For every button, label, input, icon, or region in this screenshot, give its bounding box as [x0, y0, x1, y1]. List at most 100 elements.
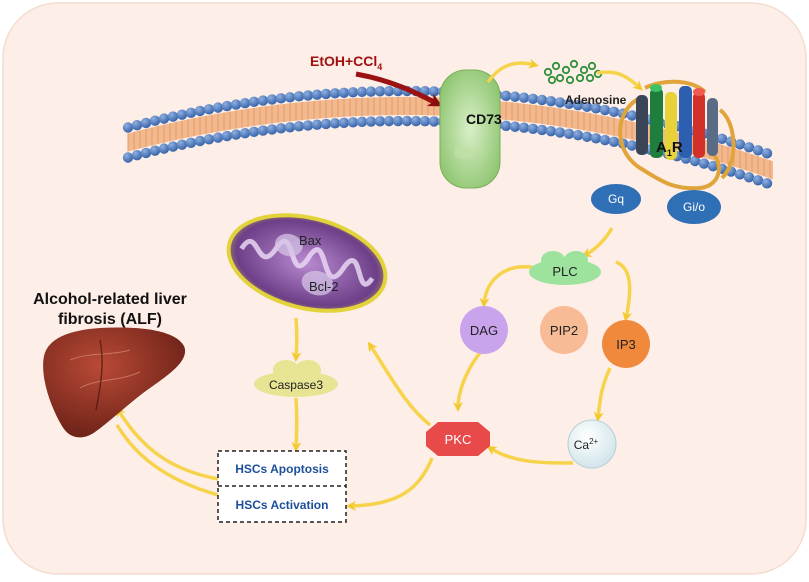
adenosine-molecule	[565, 75, 575, 85]
bcl2-label: Bcl-2	[309, 279, 339, 294]
lipid-head-inner	[419, 115, 431, 127]
lipid-head-inner	[509, 121, 521, 132]
lipid-head-outer	[122, 122, 134, 133]
lipid-head-inner	[581, 131, 593, 142]
adenosine-label: Adenosine	[565, 93, 627, 107]
lipid-head-inner	[266, 124, 278, 135]
lipid-head-outer	[248, 96, 260, 108]
lipid-head-inner	[329, 118, 341, 129]
lipid-head-inner	[374, 116, 386, 127]
adenosine-molecule	[585, 73, 595, 83]
lipid-head-inner	[500, 120, 512, 132]
lipid-head-inner	[707, 160, 719, 172]
lipid-head-inner	[536, 124, 548, 136]
lipid-head-outer	[761, 148, 773, 159]
lipid-head-outer	[221, 100, 233, 112]
lipid-head-outer	[275, 93, 287, 104]
lipid-head-inner	[293, 121, 305, 132]
lipid-head-inner	[401, 115, 413, 127]
cd73-label: CD73	[466, 111, 502, 127]
lipid-head-inner	[176, 139, 188, 150]
lipid-head-outer	[509, 91, 521, 102]
lipid-head-outer	[212, 102, 224, 113]
lipid-head-inner	[689, 155, 701, 167]
trigger-label: EtOH+CCl4	[310, 53, 382, 72]
lipid-head-inner	[221, 130, 233, 142]
lipid-head-inner	[626, 140, 638, 151]
disease-title-line1: Alcohol-related liver	[33, 291, 187, 308]
plc-enzyme: PLC	[529, 251, 601, 285]
caspase3-label: Caspase3	[269, 378, 323, 392]
pkc-octagon	[426, 422, 490, 456]
calcium-circle	[567, 419, 617, 469]
lipid-head-inner	[572, 130, 584, 141]
lipid-head-outer	[239, 97, 251, 109]
lipid-head-inner	[599, 134, 611, 146]
lipid-head-outer	[572, 100, 584, 111]
lipid-head-outer	[752, 145, 764, 156]
adenosine-molecule	[587, 61, 597, 71]
lipid-head-outer	[284, 92, 296, 103]
lipid-head-outer	[329, 88, 341, 99]
lipid-head-outer	[338, 87, 350, 98]
adenosine-molecule	[547, 75, 557, 85]
lipid-head-inner	[122, 152, 134, 163]
lipid-head-outer	[518, 92, 530, 103]
lipid-head-inner	[149, 145, 161, 156]
lipid-head-inner	[203, 134, 215, 145]
lipid-head-inner	[518, 122, 530, 133]
pathway-arrows	[115, 58, 643, 511]
adenosine-molecule	[579, 65, 589, 75]
lipid-head-outer	[383, 85, 395, 97]
lipid-head-outer	[158, 113, 170, 124]
lipid-head-inner	[590, 133, 602, 144]
lipid-head-inner	[275, 123, 287, 134]
adenosine-molecule	[551, 61, 561, 71]
lipid-head-inner	[545, 125, 557, 137]
lipid-head-outer	[149, 115, 161, 126]
lipid-head-outer	[203, 104, 215, 115]
lipid-head-outer	[716, 133, 728, 144]
lipid-head-inner	[230, 129, 242, 140]
lipid-head-outer	[176, 109, 188, 120]
lipid-head-inner	[428, 116, 440, 127]
lipid-head-outer	[230, 99, 242, 110]
lipid-head-outer	[257, 95, 269, 106]
lipid-head-outer	[365, 86, 377, 97]
lipid-head-inner	[140, 147, 152, 159]
lipid-head-outer	[536, 94, 548, 106]
lipid-head-outer	[140, 117, 152, 129]
lipid-head-inner	[563, 128, 575, 139]
trigger-arrow	[355, 71, 443, 107]
lipid-head-inner	[734, 169, 746, 180]
lipid-head-inner	[608, 136, 620, 147]
lipid-head-inner	[338, 117, 350, 128]
gq-label: Gq	[608, 192, 624, 206]
a1-receptor: A1R	[618, 79, 736, 191]
fibrotic-liver-image	[43, 327, 186, 438]
outcome-boxes: HSCs Apoptosis HSCs Activation	[217, 450, 347, 523]
lipid-head-outer	[311, 89, 323, 100]
lipid-head-outer	[347, 87, 359, 98]
lipid-head-inner	[761, 178, 773, 189]
lipid-head-inner	[527, 123, 539, 134]
lipid-head-inner	[698, 158, 710, 169]
gio-protein	[667, 190, 721, 224]
lipid-head-outer	[374, 86, 386, 97]
gq-protein	[591, 184, 641, 214]
lipid-head-outer	[320, 88, 332, 100]
dag-label: DAG	[470, 323, 498, 338]
lipid-head-inner	[212, 132, 224, 143]
lipid-head-outer	[743, 142, 755, 153]
lipid-head-outer	[356, 86, 368, 98]
lipid-head-inner	[410, 115, 422, 127]
lipid-head-inner	[743, 172, 755, 183]
lipid-head-inner	[131, 149, 143, 161]
dag-circle	[460, 306, 508, 354]
pip2-label: PIP2	[550, 323, 578, 338]
lipid-head-outer	[554, 97, 566, 108]
calcium-label: Ca2+	[574, 437, 599, 452]
adenosine-molecule	[569, 59, 579, 69]
lipid-head-inner	[392, 115, 404, 127]
adenosine-molecules	[543, 59, 603, 85]
